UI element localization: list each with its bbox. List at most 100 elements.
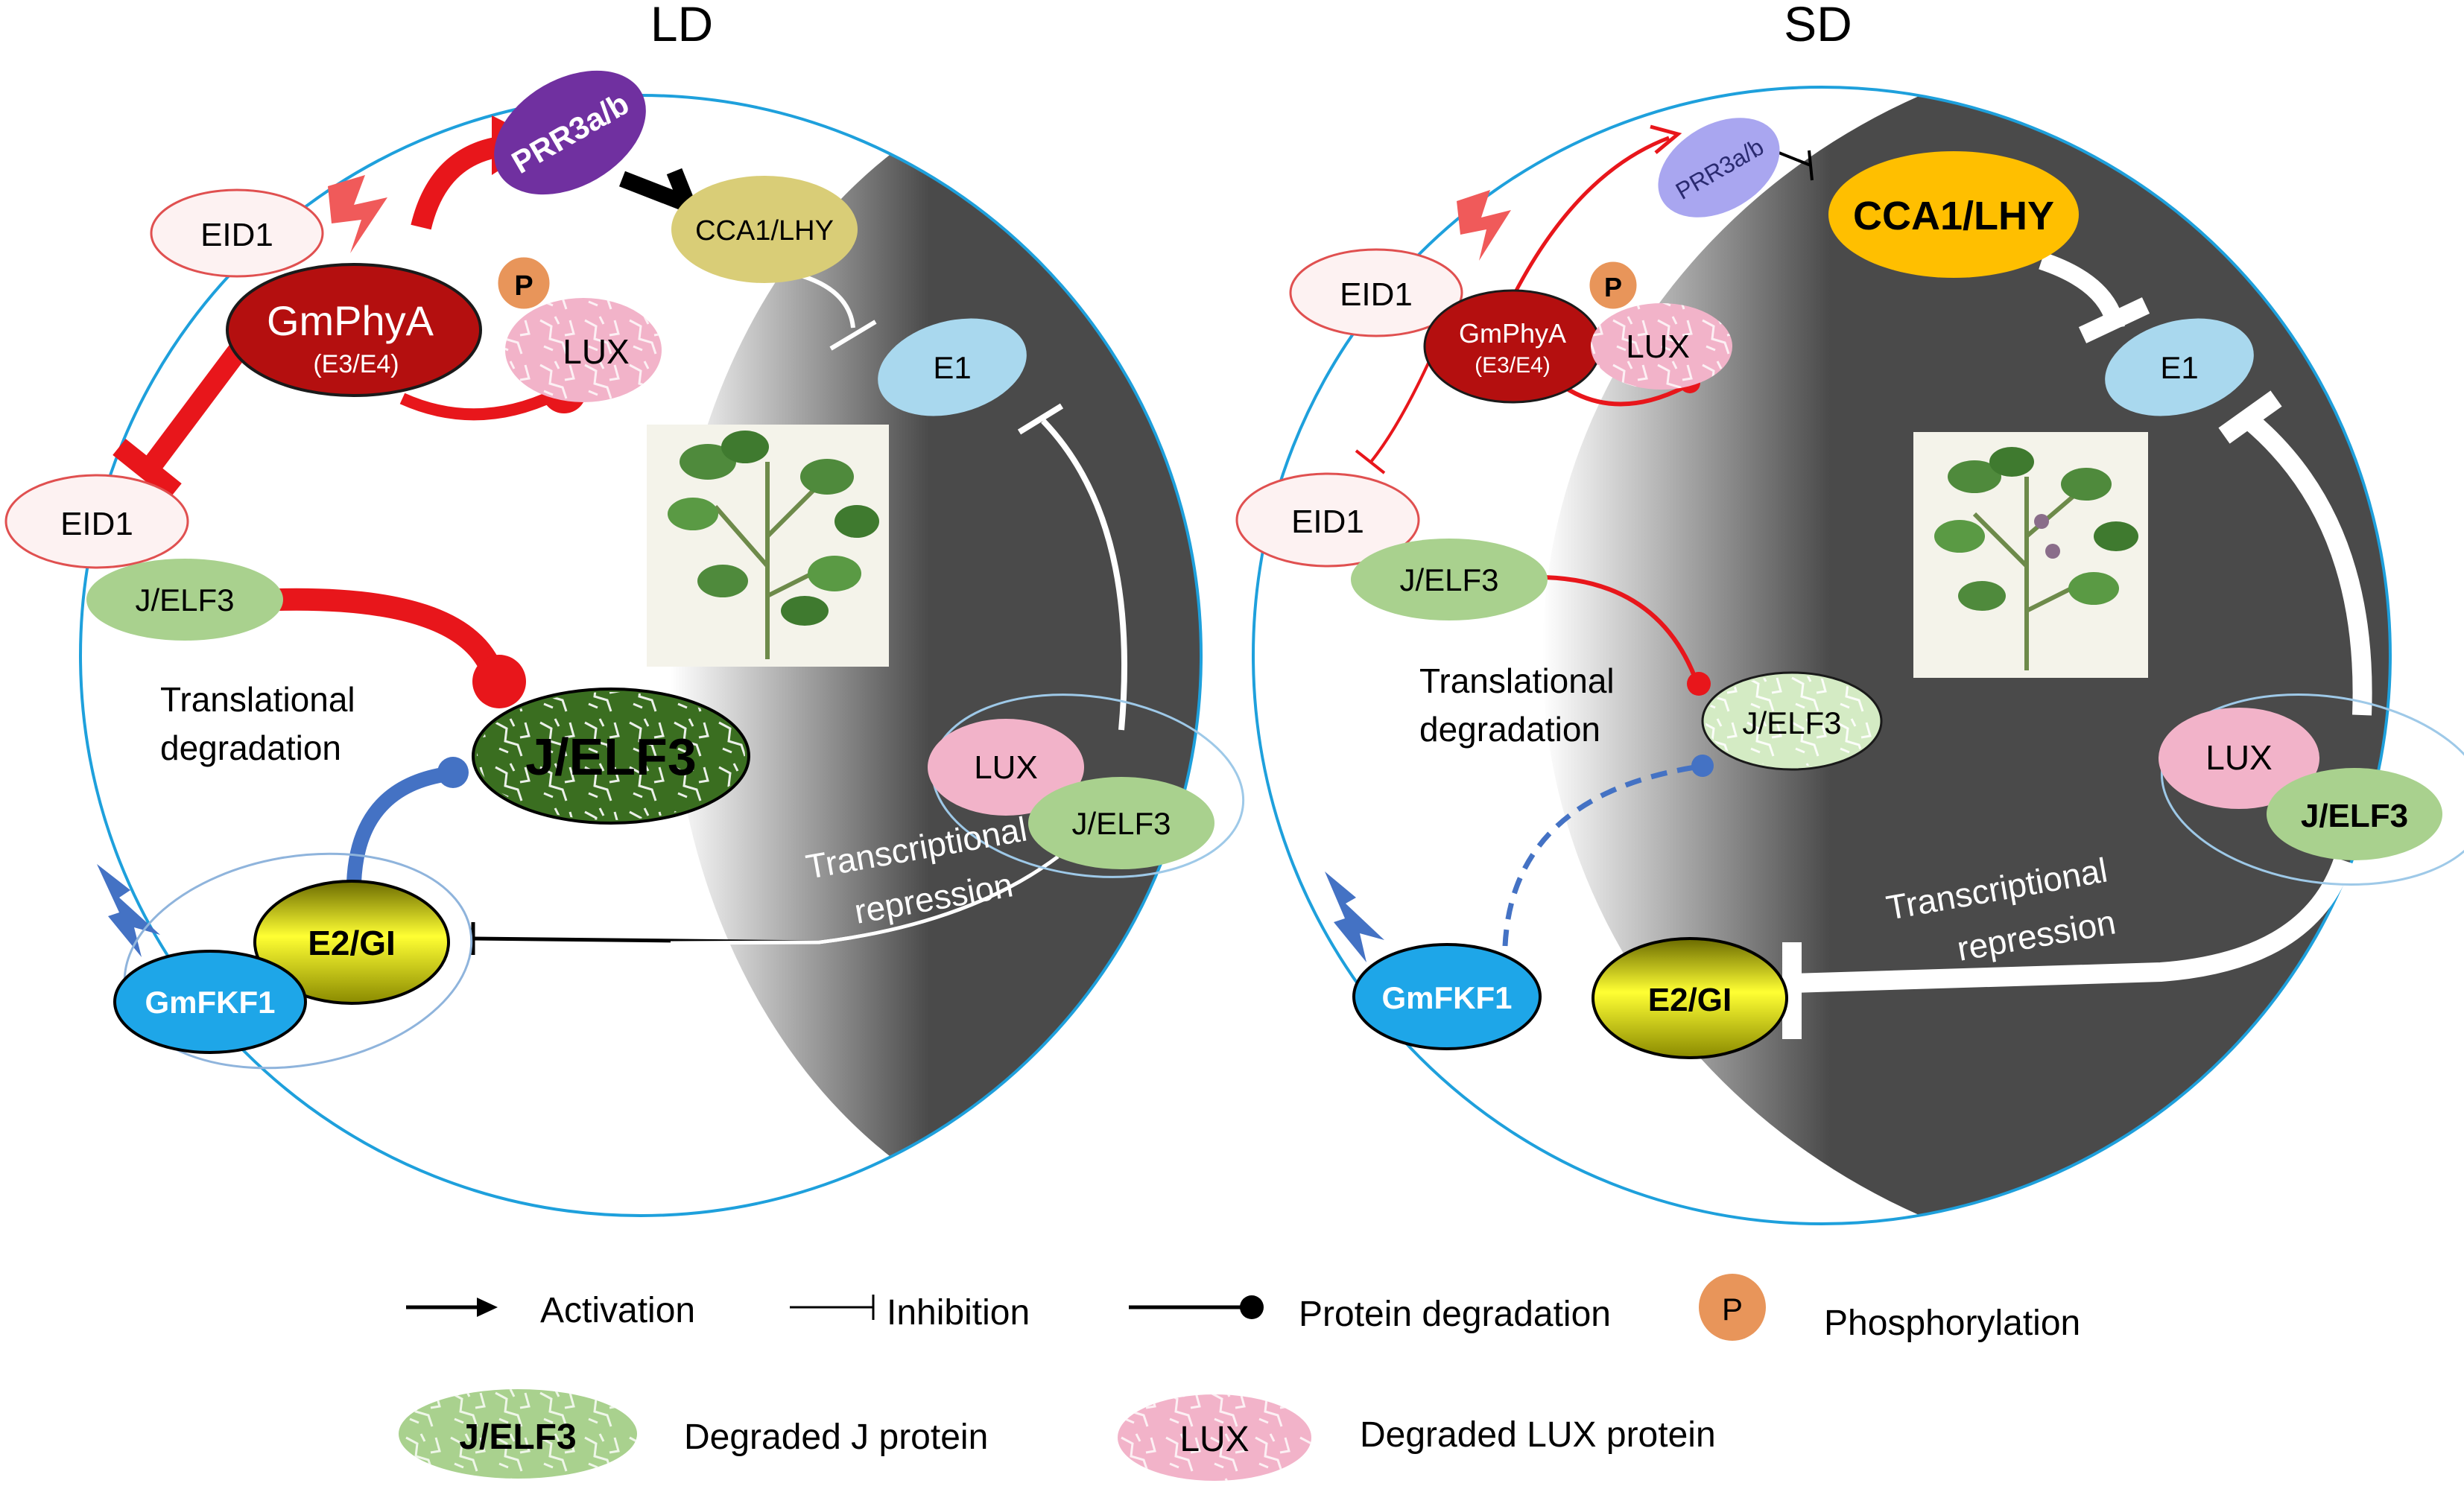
svg-text:GmFKF1: GmFKF1 xyxy=(145,985,275,1020)
ld-degradation-jelf3 xyxy=(279,588,502,676)
ld-lux-degraded-node: LUX xyxy=(505,298,662,402)
svg-text:EID1: EID1 xyxy=(200,217,273,253)
svg-text:EID1: EID1 xyxy=(1291,504,1364,540)
legend-protein-degradation: Protein degradation xyxy=(1129,1295,1611,1334)
svg-text:J/ELF3: J/ELF3 xyxy=(2301,798,2408,834)
legend: Activation Inhibition Protein degradatio… xyxy=(399,1274,2080,1481)
sd-degradation-phya-lux xyxy=(1563,385,1685,407)
ld-lux-complex-node: LUX xyxy=(928,719,1084,816)
sd-inhibition-phya-eid1 xyxy=(1369,349,1436,463)
svg-text:J/ELF3: J/ELF3 xyxy=(1071,806,1171,841)
svg-text:LUX: LUX xyxy=(1626,328,1690,365)
legend-inhibition: Inhibition xyxy=(790,1293,1030,1333)
sd-eid1-top: EID1 xyxy=(1289,248,1463,337)
svg-text:J/ELF3: J/ELF3 xyxy=(135,582,234,617)
svg-text:CCA1/LHY: CCA1/LHY xyxy=(1853,194,2054,238)
sd-inhibition-lux-e1 xyxy=(2243,413,2372,716)
sd-panel: SD xyxy=(1235,0,2464,1225)
svg-text:EID1: EID1 xyxy=(60,506,133,542)
sd-eid1-mid: EID1 xyxy=(1235,472,1420,568)
legend-degraded-lux: LUX Degraded LUX protein xyxy=(1118,1394,1716,1481)
svg-text:Protein degradation: Protein degradation xyxy=(1299,1295,1611,1334)
ld-cca1-lhy-node: CCA1/LHY xyxy=(671,176,858,283)
sd-title: SD xyxy=(1784,0,1852,51)
ld-eid1-mid: EID1 xyxy=(4,474,189,569)
sd-lux-degraded-node: LUX xyxy=(1591,303,1732,390)
ld-inhibition-cca1-e1 xyxy=(800,273,855,328)
sd-gmfkf1-node: GmFKF1 xyxy=(1352,943,1542,1050)
sd-jelf3-small-node: J/ELF3 xyxy=(1351,539,1548,620)
ld-soybean-plant-image xyxy=(647,425,889,667)
svg-text:GmPhyA: GmPhyA xyxy=(267,297,434,344)
ld-panel: LD xyxy=(4,0,1245,1217)
sd-gmphya-node: GmPhyA (E3/E4) xyxy=(1423,289,1602,404)
legend-phosphorylation: P Phosphorylation xyxy=(1699,1274,2080,1343)
sd-blue-light-icon xyxy=(1325,872,1384,962)
svg-text:CCA1/LHY: CCA1/LHY xyxy=(695,215,834,247)
svg-text:GmPhyA: GmPhyA xyxy=(1459,318,1566,349)
sd-translational-label-1: Translational xyxy=(1419,661,1615,700)
sd-repression-line xyxy=(1791,857,2353,993)
ld-e1-node: E1 xyxy=(878,318,1027,416)
ld-title: LD xyxy=(650,0,713,51)
svg-text:P: P xyxy=(1604,272,1622,302)
svg-text:LUX: LUX xyxy=(1179,1420,1249,1459)
sd-clock-ring xyxy=(1252,86,2392,1225)
svg-text:E1: E1 xyxy=(2160,350,2198,385)
sd-night-shade xyxy=(1542,87,2390,1224)
ld-gmfkf1-node: GmFKF1 xyxy=(113,950,307,1054)
sd-light-signal-icon xyxy=(1457,190,1511,261)
svg-text:E1: E1 xyxy=(933,350,971,385)
ld-jelf3-small-node: J/ELF3 xyxy=(86,559,283,641)
svg-text:Activation: Activation xyxy=(540,1291,695,1330)
svg-text:LUX: LUX xyxy=(2205,738,2272,777)
ld-translational-label-1: Translational xyxy=(160,680,355,719)
sd-cca1-lhy-node: CCA1/LHY xyxy=(1828,151,2079,278)
sd-e1-node: E1 xyxy=(2105,318,2254,416)
svg-text:EID1: EID1 xyxy=(1340,276,1413,313)
sd-degradation-fkf1-jelf3 xyxy=(1502,764,1696,947)
ld-inhibition-lux-e1 xyxy=(1041,419,1127,731)
svg-text:Phosphorylation: Phosphorylation xyxy=(1824,1304,2080,1343)
svg-text:LUX: LUX xyxy=(563,332,629,371)
ld-gmphya-node: GmPhyA (E3/E4) xyxy=(226,263,482,397)
legend-activation: Activation xyxy=(406,1291,695,1330)
svg-text:P: P xyxy=(1722,1292,1743,1327)
sd-degradation-jelf3 xyxy=(1527,574,1697,679)
legend-degraded-j: J/ELF3 Degraded J protein xyxy=(399,1389,988,1479)
ld-blue-light-icon xyxy=(97,864,160,957)
svg-text:E2/GI: E2/GI xyxy=(308,924,396,962)
sd-jelf3-degraded-node: J/ELF3 xyxy=(1701,671,1883,771)
ld-phosphorylation-badge: P xyxy=(495,255,552,311)
sd-soybean-plant-image xyxy=(1913,432,2148,678)
svg-text:J/ELF3: J/ELF3 xyxy=(459,1417,576,1457)
svg-text:J/ELF3: J/ELF3 xyxy=(1399,562,1498,597)
ld-inhibition-phya-eid1 xyxy=(140,343,247,476)
ld-translational-label-2: degradation xyxy=(160,728,341,767)
svg-text:Degraded J protein: Degraded J protein xyxy=(684,1417,988,1457)
svg-text:Inhibition: Inhibition xyxy=(887,1293,1030,1333)
sd-e2gi-node: E2/GI xyxy=(1592,937,1788,1059)
svg-text:LUX: LUX xyxy=(974,749,1038,786)
sd-translational-label-2: degradation xyxy=(1419,710,1600,749)
ld-eid1-top: EID1 xyxy=(150,188,324,278)
ld-jelf3-complex-node: J/ELF3 xyxy=(1028,777,1214,869)
svg-text:J/ELF3: J/ELF3 xyxy=(1742,705,1841,740)
sd-prr3-node: PRR3a/b xyxy=(1658,118,1780,218)
ld-degradation-e2gi-jelf3 xyxy=(346,767,445,883)
sd-phosphorylation-badge: P xyxy=(1587,259,1639,311)
ld-e2gi-node: E2/GI xyxy=(253,880,450,1005)
ld-jelf3-big-node: J/ELF3 xyxy=(472,688,750,825)
svg-text:(E3/E4): (E3/E4) xyxy=(1475,353,1551,378)
svg-text:GmFKF1: GmFKF1 xyxy=(1381,980,1512,1015)
ld-prr3-node: PRR3a/b xyxy=(494,70,646,195)
svg-text:J/ELF3: J/ELF3 xyxy=(525,728,697,786)
sd-jelf3-complex-node: J/ELF3 xyxy=(2267,768,2442,860)
svg-text:P: P xyxy=(514,270,533,302)
sd-lux-complex-node: LUX xyxy=(2159,708,2319,809)
svg-text:E2/GI: E2/GI xyxy=(1648,982,1732,1018)
ld-light-signal-icon xyxy=(328,175,387,253)
svg-text:(E3/E4): (E3/E4) xyxy=(313,350,399,378)
